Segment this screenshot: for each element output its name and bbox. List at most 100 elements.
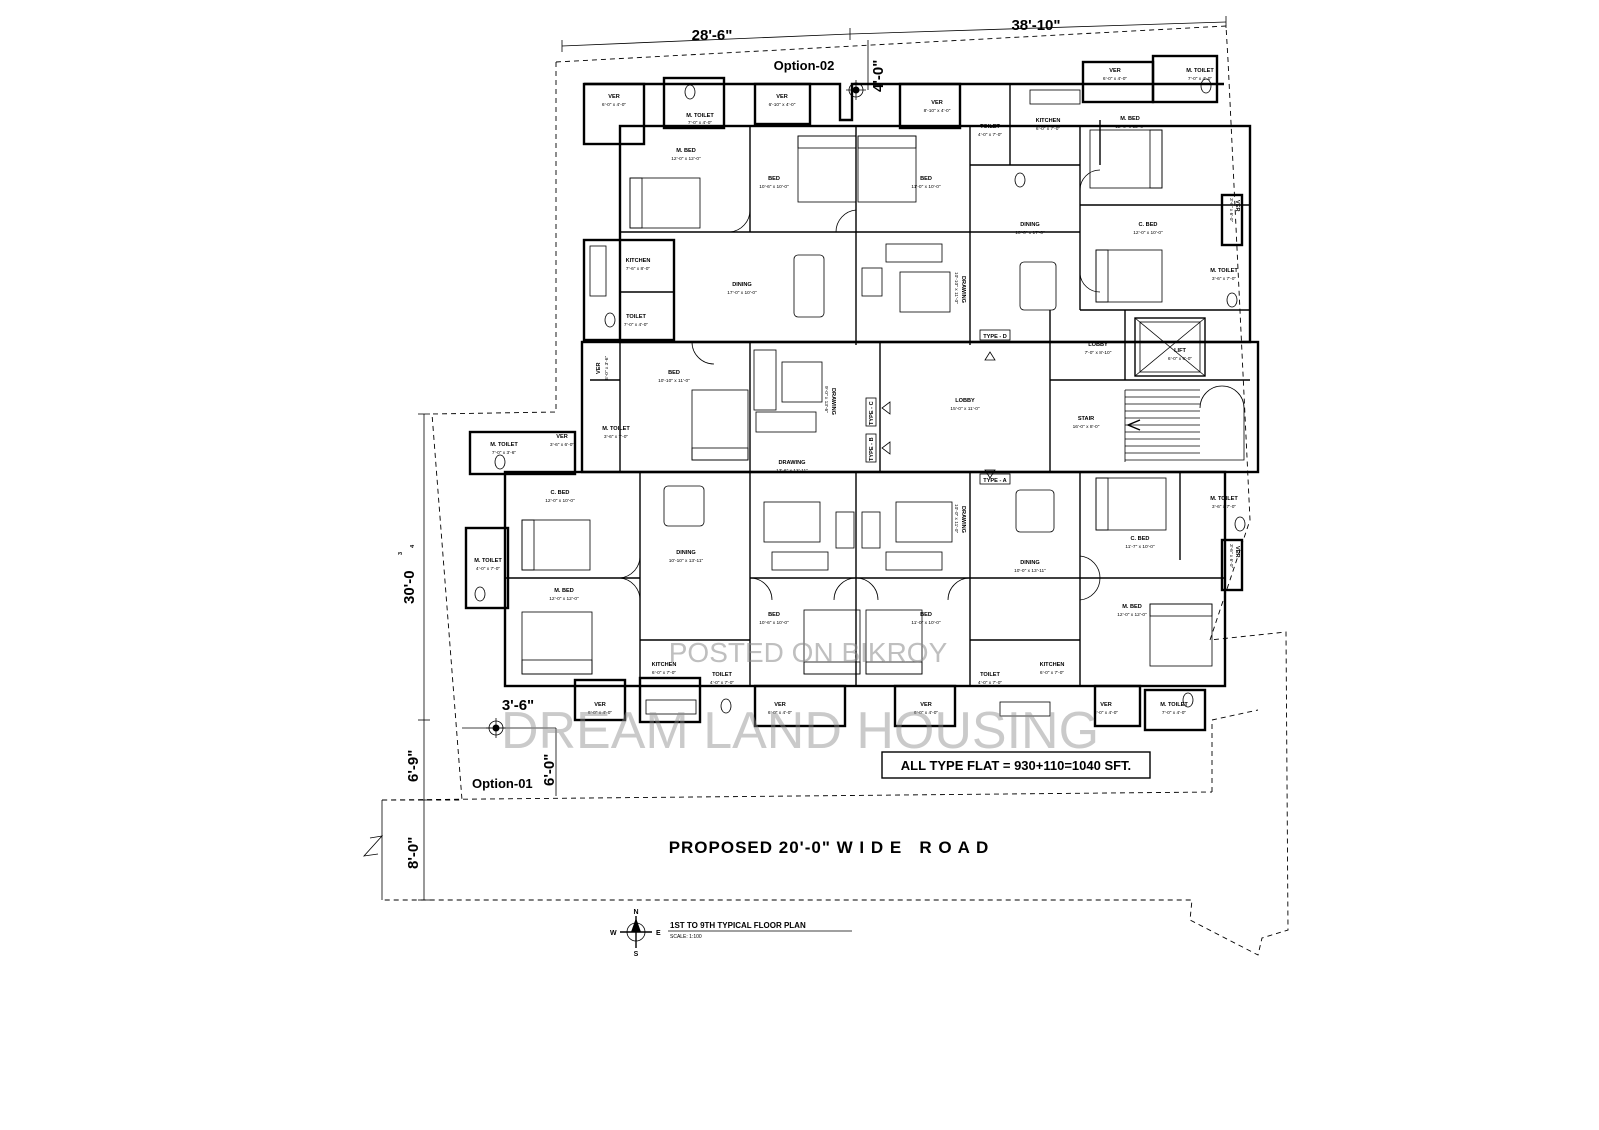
- dim-top-left: 28'-6": [692, 27, 733, 44]
- room-name: STAIR: [1078, 416, 1094, 422]
- room-size: 17'-0" x 10'-0": [727, 290, 757, 296]
- room-size: 13'-6" x 13'-11": [776, 468, 808, 474]
- plan-scale: SCALE: 1:100: [670, 934, 702, 940]
- room-size: 12'-0" x 10'-0": [1133, 230, 1163, 236]
- room-name: VER: [556, 434, 568, 440]
- room-size: 6'-10" x 4'-0": [769, 102, 796, 108]
- room-size: 6'-0" x 3'-6": [604, 356, 610, 380]
- room-size: 4'-0" x 7'-0": [978, 132, 1002, 138]
- room-size: 6'-0" x 6'-0": [1168, 356, 1192, 362]
- room-name: KITCHEN: [652, 662, 677, 668]
- area-note-box: [881, 751, 1151, 779]
- room-size: 10'-10" x 11'-0": [953, 272, 959, 304]
- room-size: 3'-6" x 7'-0": [604, 434, 628, 440]
- type-d-tag: TYPE - D: [983, 334, 1007, 340]
- room-name: DRAWING: [960, 276, 966, 303]
- room-name: M. BED: [1122, 604, 1142, 610]
- room-name: BED: [920, 176, 932, 182]
- room-name: LOBBY: [955, 398, 975, 404]
- room-name: VER: [1109, 68, 1121, 74]
- room-name: TOILET: [980, 672, 1000, 678]
- room-name: M. BED: [676, 148, 696, 154]
- room-size: 7'-0" x 8'-10": [1085, 350, 1112, 356]
- room-size: 7'-0" x 4'-0": [688, 120, 712, 126]
- room-name: M. TOILET: [686, 113, 714, 119]
- room-size: 6'-0" x 4'-0": [1103, 76, 1127, 82]
- dim-option01-horizontal: 3'-6": [502, 697, 534, 714]
- room-name: DRAWING: [830, 388, 836, 415]
- dim-top-offset: 4'-0": [870, 60, 887, 92]
- room-name: M. TOILET: [1210, 268, 1238, 274]
- room-name: DINING: [1020, 560, 1040, 566]
- option-01-label: Option-01: [472, 776, 533, 791]
- compass-w: W: [610, 930, 617, 937]
- room-name: TOILET: [712, 672, 732, 678]
- plan-title: 1ST TO 9TH TYPICAL FLOOR PLAN: [670, 921, 806, 930]
- room-name: DINING: [676, 550, 696, 556]
- site-boundary: [362, 25, 1289, 956]
- room-size: 4'-0" x 7'-0": [476, 566, 500, 572]
- room-size: 7'-0" x 3'-6": [492, 450, 516, 456]
- room-size: 6'-0" x 7'-0": [1036, 126, 1060, 132]
- room-name: M. TOILET: [1186, 68, 1214, 74]
- room-size: 6'-0" x 7'-0": [652, 670, 676, 676]
- room-name: M. TOILET: [1210, 496, 1238, 502]
- room-name: TOILET: [980, 124, 1000, 130]
- room-size: 10'-0" x 17'-0": [1015, 230, 1045, 236]
- room-name: M. TOILET: [474, 558, 502, 564]
- room-size: 10'-6" x 10'-0": [759, 620, 789, 626]
- room-name: VER: [776, 94, 788, 100]
- compass-s: S: [634, 951, 639, 958]
- room-size: 9'-0" x 13'-6": [823, 386, 829, 413]
- interior-walls: [505, 84, 1250, 686]
- dim-top-right: 38'-10": [1011, 17, 1060, 34]
- dim-left-height-sup: 3: [398, 552, 404, 555]
- room-size: 6'-0" x 4'-0": [588, 710, 612, 716]
- room-size: 6'-0" x 4'-0": [768, 710, 792, 716]
- watermark-posted: POSTED ON BIKROY: [669, 637, 948, 668]
- room-name: C. BED: [1131, 536, 1150, 542]
- room-name: VER: [1100, 702, 1112, 708]
- room-size: 15'-0" x 11'-0": [950, 406, 979, 412]
- room-size: 7'-6" x 8'-0": [626, 266, 650, 272]
- room-size: 11'-0" x 10'-0": [911, 620, 940, 626]
- furniture: [474, 78, 1246, 717]
- dim-option01-vertical: 6'-0": [541, 754, 558, 786]
- room-size: 12'-0" x 10'-0": [545, 498, 575, 504]
- room-name: C. BED: [551, 490, 570, 496]
- lift-and-stair: [1124, 317, 1245, 462]
- room-name: VER: [931, 100, 943, 106]
- room-size: 11'-0" x 10'-0": [911, 184, 940, 190]
- room-size: 3'-6" x 6'-0": [1228, 544, 1234, 568]
- room-name: VER: [1234, 200, 1240, 212]
- room-size: 6'-0" x 4'-0": [914, 710, 938, 716]
- room-name: VER: [774, 702, 786, 708]
- room-name: M. TOILET: [602, 426, 630, 432]
- room-name: VER: [1234, 546, 1240, 558]
- room-name: DRAWING: [778, 460, 805, 466]
- option-02-label: Option-02: [774, 58, 835, 73]
- room-name: BED: [768, 612, 780, 618]
- north-compass-icon: N S E W: [610, 909, 661, 958]
- room-name: KITCHEN: [1036, 118, 1061, 124]
- room-size: 12'-0" x 12'-0": [549, 596, 579, 602]
- room-size: 12'-0" x 12'-0": [1115, 124, 1145, 130]
- type-c-tag: TYPE - C: [869, 401, 875, 425]
- room-size: 3'-6" x 7'-0": [1212, 504, 1236, 510]
- room-name: M. BED: [554, 588, 574, 594]
- dim-left-lower: 6'-9": [405, 750, 422, 782]
- room-size: 6'-0" x 4'-0": [1094, 710, 1118, 716]
- room-name: M. TOILET: [1160, 702, 1188, 708]
- room-name: M. BED: [1120, 116, 1140, 122]
- room-size: 11'-7" x 10'-0": [1125, 544, 1154, 550]
- dimension-lines: 28'-6" 38'-10" 4'-0" 30'-0 3 4 6'-9" 8'-…: [398, 16, 1227, 901]
- room-size: 3'-6" x 6'-0": [550, 442, 574, 448]
- type-a-tag: TYPE - A: [983, 478, 1006, 484]
- room-name: KITCHEN: [626, 258, 651, 264]
- room-name: M. TOILET: [490, 442, 518, 448]
- room-name: DINING: [732, 282, 752, 288]
- compass-n: N: [633, 909, 638, 916]
- compass-e: E: [656, 930, 661, 937]
- room-name: BED: [920, 612, 932, 618]
